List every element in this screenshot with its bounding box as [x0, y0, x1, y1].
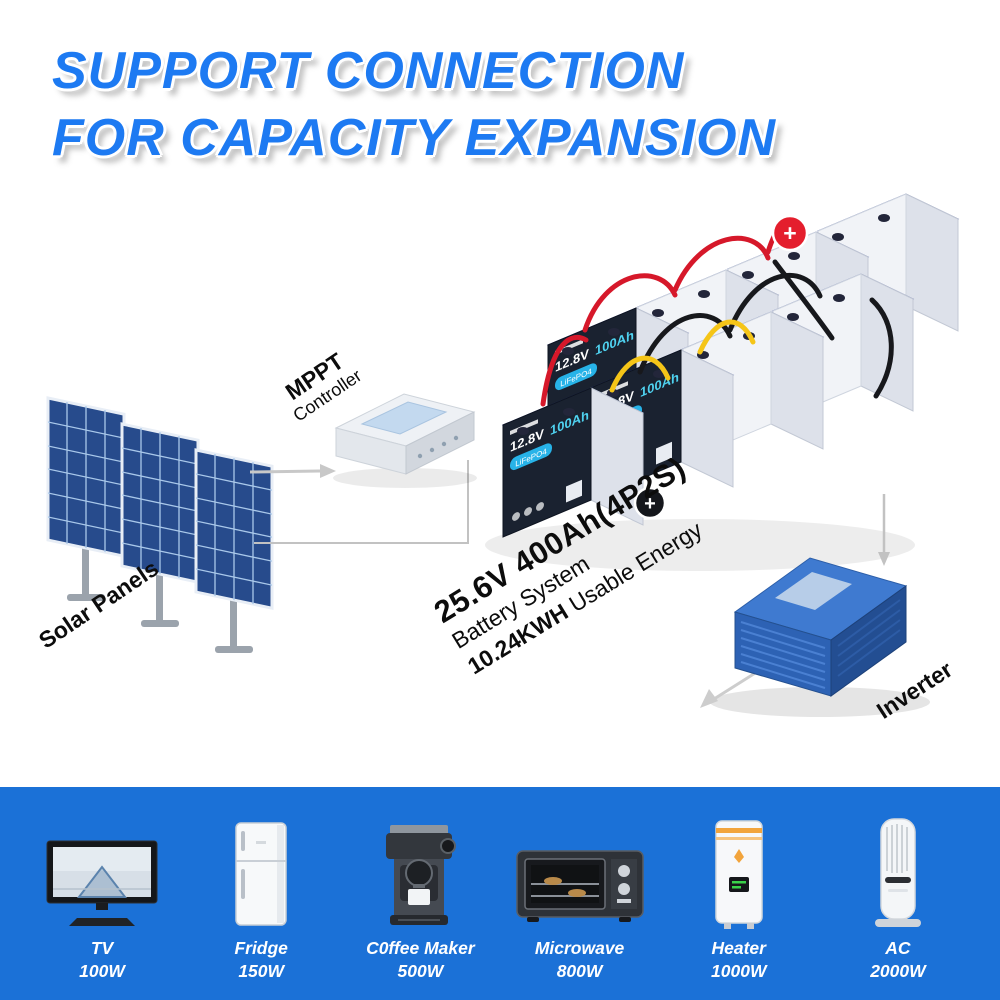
appliance-power: 150W	[238, 961, 285, 982]
appliance-ac: AC 2000W	[822, 818, 974, 984]
plus-sign: +	[644, 493, 656, 515]
appliance-microwave: Microwave 800W	[504, 825, 656, 984]
appliance-heater: Heater 1000W	[663, 820, 815, 984]
appliance-name: Microwave	[534, 937, 625, 958]
mppt-screen	[360, 401, 448, 435]
inverter-top-pad	[775, 572, 852, 610]
arrow-inverter-out	[700, 689, 718, 708]
terminal-dark: +	[633, 486, 667, 520]
page-title: SUPPORT CONNECTION FOR CAPACITY EXPANSIO…	[52, 38, 776, 171]
system-diagram: 12.8V 100Ah LiFePO4	[46, 193, 959, 717]
fridge-icon	[216, 822, 306, 929]
appliance-name: C0ffee Maker	[366, 937, 475, 958]
title-line-1: SUPPORT CONNECTION	[52, 42, 685, 100]
plus-sign: +	[783, 220, 796, 246]
title-line-2: FOR CAPACITY EXPANSION	[52, 108, 777, 167]
tv-icon	[41, 825, 163, 929]
appliance-power: 500W	[397, 961, 444, 982]
appliance-power: 2000W	[870, 961, 926, 982]
appliance-tv: TV 100W	[26, 825, 178, 984]
arrow-to-mppt	[320, 464, 336, 478]
appliance-power: 1000W	[711, 961, 767, 982]
positive-terminal-red: +	[771, 214, 809, 252]
connection-arrows	[249, 460, 890, 708]
coffee-maker-icon	[364, 824, 476, 929]
appliance-name: Heater	[711, 937, 766, 958]
ac-icon	[860, 818, 936, 929]
appliance-power: 100W	[79, 961, 125, 982]
appliance-strip: TV 100W Fridge 150W	[0, 787, 1000, 1000]
heater-icon	[694, 820, 784, 929]
microwave-icon	[513, 825, 647, 929]
arrow-to-inverter	[878, 552, 890, 566]
inverter-shadow	[710, 687, 930, 717]
appliance-fridge: Fridge 150W	[185, 822, 337, 984]
appliance-name: TV	[90, 937, 114, 958]
inverter-box	[733, 557, 908, 697]
mppt-controller-box	[333, 393, 477, 488]
appliance-name: AC	[885, 937, 911, 958]
appliance-name: Fridge	[234, 937, 288, 958]
solar-panels	[46, 396, 274, 653]
appliance-coffee-maker: C0ffee Maker 500W	[344, 824, 496, 984]
battery-shadow	[485, 519, 915, 571]
appliance-power: 800W	[556, 961, 603, 982]
